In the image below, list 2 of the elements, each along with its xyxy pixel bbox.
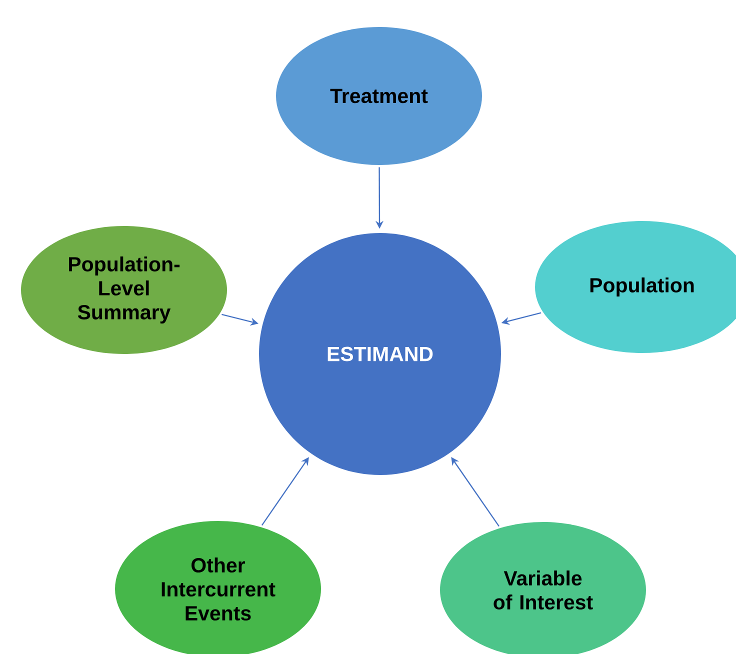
ellipse-node: Population- Level Summary bbox=[21, 226, 227, 354]
ellipse-node: Treatment bbox=[276, 27, 482, 165]
